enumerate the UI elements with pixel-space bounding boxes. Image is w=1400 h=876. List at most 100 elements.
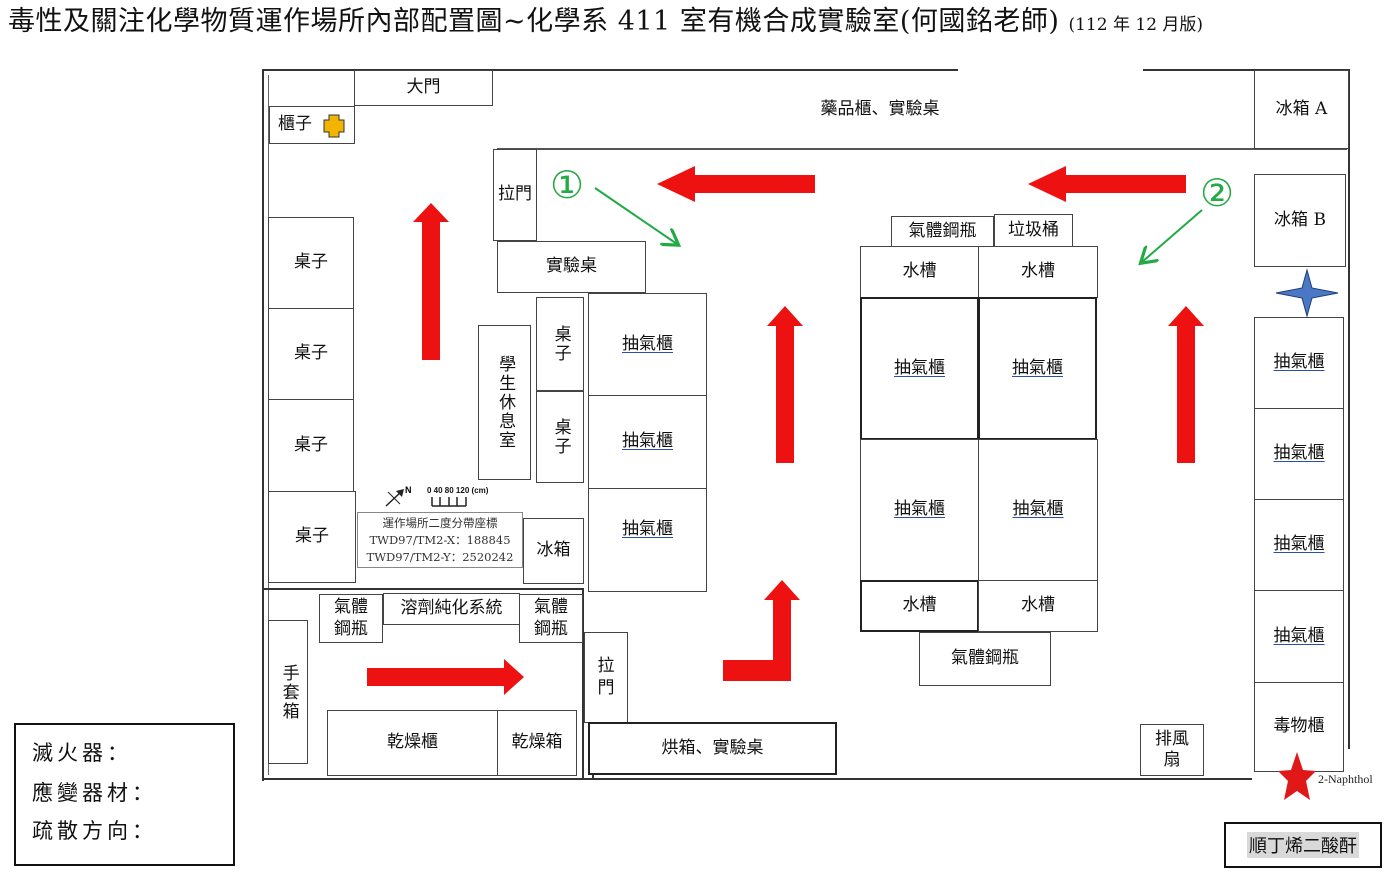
glove-box: 手套箱 xyxy=(268,620,308,764)
fridge-b-label: 冰箱 B xyxy=(1274,209,1326,230)
toxic-cabinet-label: 毒物櫃 xyxy=(1273,716,1325,737)
desk-3: 桌子 xyxy=(268,399,354,492)
gas-cylinder-right: 氣體鋼瓶 xyxy=(519,594,583,643)
oven-bench-label: 烘箱、實驗桌 xyxy=(661,737,764,758)
sink-1-label: 水槽 xyxy=(902,261,937,282)
sliding-door-top[interactable]: 拉門 xyxy=(493,149,537,241)
marker-one-pointer xyxy=(594,187,677,244)
fume-hood-right-3-label: 抽氣櫃 xyxy=(1273,534,1325,555)
main-door[interactable]: 大門 xyxy=(354,70,493,106)
marker-two-pointer xyxy=(1142,209,1203,262)
gas-cylinder-top: 氣體鋼瓶 xyxy=(891,216,994,247)
evac-arrow-up-right xyxy=(1168,306,1204,463)
fume-hood-right-1-label: 抽氣櫃 xyxy=(1273,352,1325,373)
sink-2: 水槽 xyxy=(978,246,1098,298)
exhaust-fan-label: 排風扇 xyxy=(1155,728,1189,770)
drying-cabinet: 乾燥櫃 xyxy=(327,710,498,776)
coordinate-title: 運作場所二度分帶座標 xyxy=(382,516,498,530)
legend-evacuation-label: 疏散方向： xyxy=(32,819,157,843)
coordinate-y: TWD97/TM2-Y：2520242 xyxy=(366,550,514,564)
fume-hood-left-1: 抽氣櫃 xyxy=(588,293,707,396)
drying-box: 乾燥箱 xyxy=(497,710,577,776)
fume-hood-center-1-label: 抽氣櫃 xyxy=(894,357,945,378)
fume-hood-center-2-label: 抽氣櫃 xyxy=(1012,357,1063,378)
coordinate-x: TWD97/TM2-X：188845 xyxy=(369,533,511,547)
scale-bar xyxy=(431,497,467,507)
fume-hood-center-4-label: 抽氣櫃 xyxy=(1012,499,1064,520)
fume-hood-right-2-label: 抽氣櫃 xyxy=(1273,443,1325,464)
sliding-door-bottom-label: 拉門 xyxy=(597,656,615,698)
page-title: 毒性及關注化學物質運作場所內部配置圖~化學系 411 室有機合成實驗室(何國銘老… xyxy=(8,0,1398,44)
sliding-door-bottom[interactable]: 拉門 xyxy=(584,632,628,723)
gas-cylinder-top-label: 氣體鋼瓶 xyxy=(908,220,977,241)
fume-hood-left-3-label: 抽氣櫃 xyxy=(622,519,673,539)
note-box: 順丁烯二酸酐 xyxy=(1224,822,1382,868)
fridge-b: 冰箱 B xyxy=(1254,174,1346,267)
sink-1: 水槽 xyxy=(860,246,979,298)
chem-cabinet-bench-label: 藥品櫃、實驗桌 xyxy=(820,99,940,120)
wall-right xyxy=(1348,69,1350,749)
desk-small-2: 桌子 xyxy=(536,391,584,483)
fridge-small-label: 冰箱 xyxy=(536,540,571,561)
evac-arrow-left-2 xyxy=(1028,166,1186,202)
title-sub: (112 年 12 月版) xyxy=(1068,15,1204,35)
desk-2-label: 桌子 xyxy=(294,343,328,364)
fume-hood-center-1: 抽氣櫃 xyxy=(860,297,979,440)
chemical-star-icon xyxy=(1278,752,1316,800)
fume-hood-left-2-label: 抽氣櫃 xyxy=(622,431,673,452)
sink-3-label: 水槽 xyxy=(902,595,937,616)
wall-bottom xyxy=(262,778,1252,780)
fume-hood-center-2: 抽氣櫃 xyxy=(978,297,1097,440)
title-main: 毒性及關注化學物質運作場所內部配置圖~化學系 411 室有機合成實驗室(何國銘老… xyxy=(8,6,1060,37)
chemical-label: 2-Naphthol xyxy=(1318,772,1373,786)
oven-bench: 烘箱、實驗桌 xyxy=(588,722,837,775)
sliding-door-top-label: 拉門 xyxy=(498,184,532,205)
fridge-small: 冰箱 xyxy=(523,518,584,584)
marker-one: ① xyxy=(550,163,584,207)
legend-emergency-label: 應變器材： xyxy=(32,781,157,805)
gas-cylinder-left-label: 氣體鋼瓶 xyxy=(334,597,368,639)
coordinate-box: 運作場所二度分帶座標 TWD97/TM2-X：188845 TWD97/TM2-… xyxy=(357,512,523,568)
gas-cylinder-bottom: 氣體鋼瓶 xyxy=(919,632,1051,686)
desk-small-1-label: 桌子 xyxy=(550,325,571,363)
evac-arrow-up-center xyxy=(767,306,803,463)
wall-left xyxy=(262,69,264,781)
fume-hood-right-3: 抽氣櫃 xyxy=(1254,499,1344,591)
fridge-a-label: 冰箱 A xyxy=(1275,98,1328,119)
trash-bin-label: 垃圾桶 xyxy=(1008,219,1059,240)
chem-cabinet-bench: 藥品櫃、實驗桌 xyxy=(700,90,1060,130)
wall-top-strip xyxy=(497,148,1347,150)
gas-cylinder-left: 氣體鋼瓶 xyxy=(319,594,383,643)
fridge-a: 冰箱 A xyxy=(1254,70,1349,149)
gas-cylinder-right-label: 氣體鋼瓶 xyxy=(534,597,568,639)
gas-cylinder-bottom-label: 氣體鋼瓶 xyxy=(951,648,1019,669)
sink-4: 水槽 xyxy=(978,580,1098,632)
fire-extinguisher-icon xyxy=(1275,268,1339,318)
student-lounge-label: 學生休息室 xyxy=(495,355,516,450)
desk-small-2-label: 桌子 xyxy=(550,418,571,456)
note-box-label: 順丁烯二酸酐 xyxy=(1247,832,1359,858)
solvent-system-label: 溶劑純化系統 xyxy=(400,598,503,619)
desk-small-1: 桌子 xyxy=(536,297,584,391)
desk-1: 桌子 xyxy=(268,217,354,309)
fume-hood-center-3-label: 抽氣櫃 xyxy=(894,499,945,520)
fume-hood-right-1: 抽氣櫃 xyxy=(1254,317,1344,409)
desk-1-label: 桌子 xyxy=(294,252,328,273)
emergency-equipment-icon xyxy=(323,114,345,138)
evac-arrow-elbow xyxy=(723,580,800,681)
fume-hood-left-2: 抽氣櫃 xyxy=(588,395,707,489)
glove-box-label: 手套箱 xyxy=(278,663,299,721)
evac-arrow-left-1 xyxy=(657,166,815,202)
fume-hood-center-4: 抽氣櫃 xyxy=(978,439,1098,581)
scale-label: 0 40 80 120 (cm) xyxy=(427,486,489,495)
desk-2: 桌子 xyxy=(268,308,354,400)
toxic-cabinet: 毒物櫃 xyxy=(1254,682,1344,772)
sink-4-label: 水槽 xyxy=(1021,595,1055,616)
exhaust-fan: 排風扇 xyxy=(1140,724,1204,776)
evac-arrow-up-left xyxy=(413,203,449,360)
drying-box-label: 乾燥箱 xyxy=(511,732,563,753)
main-door-label: 大門 xyxy=(406,77,441,98)
solvent-system: 溶劑純化系統 xyxy=(383,593,520,625)
sink-2-label: 水槽 xyxy=(1021,261,1055,282)
legend-extinguisher-label: 滅火器： xyxy=(32,741,132,765)
